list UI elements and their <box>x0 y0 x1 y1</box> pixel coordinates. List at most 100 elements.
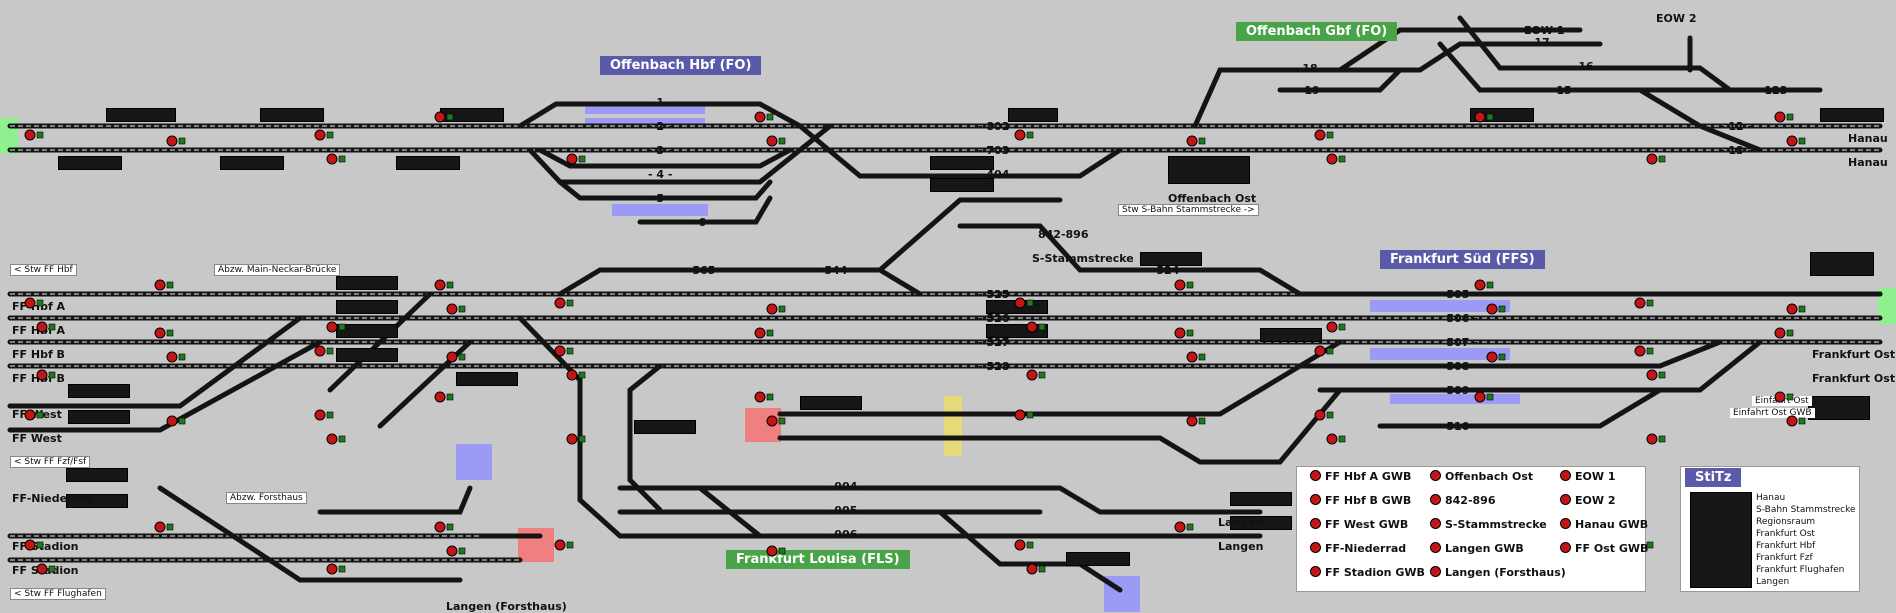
track-block[interactable] <box>336 300 398 314</box>
track-number-value: 703 <box>986 144 1010 157</box>
track-block[interactable] <box>58 156 122 170</box>
track <box>1637 87 1763 153</box>
track <box>1437 41 1823 93</box>
track-block[interactable] <box>1230 516 1292 530</box>
track-block[interactable] <box>1168 156 1250 184</box>
track-number-value: 524 <box>1156 264 1180 277</box>
track <box>327 291 433 393</box>
track-number: - 565 - <box>684 264 724 277</box>
track-block[interactable] <box>634 420 696 434</box>
label-frankfurt-ost: Frankfurt Ost <box>1812 372 1896 385</box>
track-number-value: 17 <box>1534 36 1550 49</box>
track-block[interactable] <box>1470 108 1534 122</box>
track-block[interactable] <box>1008 108 1058 122</box>
signal-icon <box>1430 470 1441 481</box>
track-block[interactable] <box>68 384 130 398</box>
legend-label: S-Stammstrecke <box>1445 518 1547 531</box>
track-block[interactable] <box>1820 108 1884 122</box>
legend-item[interactable]: Langen (Forsthaus) <box>1430 566 1566 579</box>
legend-item[interactable]: FF-Niederrad <box>1310 542 1406 555</box>
track-number: - 16 - <box>1570 60 1603 73</box>
track-block[interactable] <box>336 348 398 362</box>
track-number-value: 507 <box>1446 336 1470 349</box>
track-block[interactable] <box>220 156 284 170</box>
label-einfahrt-ost[interactable]: Einfahrt Ost <box>1752 396 1812 406</box>
label-langen: Langen <box>1218 516 1264 529</box>
signal-icon <box>1310 518 1321 529</box>
label-einfahrt-ost-gwb[interactable]: Einfahrt Ost GWB <box>1730 408 1815 418</box>
track-block[interactable] <box>1810 252 1874 276</box>
legend-item[interactable]: FF West GWB <box>1310 518 1408 531</box>
legend-item[interactable]: FF Stadion GWB <box>1310 566 1425 579</box>
track-number: - 6 - <box>690 216 715 229</box>
label-hanau: Hanau <box>1848 132 1888 145</box>
legend-item[interactable]: 842-896 <box>1430 494 1496 507</box>
legend-item[interactable]: FF Hbf A GWB <box>1310 470 1411 483</box>
track-number-value: 802 <box>986 120 1010 133</box>
track-number: - 905 - <box>826 504 866 517</box>
legend-item[interactable]: Langen GWB <box>1430 542 1524 555</box>
signal-icon <box>1430 494 1441 505</box>
signal-icon <box>1430 566 1441 577</box>
legend-item[interactable]: Hanau GWB <box>1560 518 1648 531</box>
track-number-value: 123 <box>1764 84 1788 97</box>
track-block[interactable] <box>336 324 398 338</box>
label-frankfurt-ost: Frankfurt Ost <box>1812 348 1896 361</box>
track-number-value: 508 <box>1446 360 1470 373</box>
track <box>317 485 473 515</box>
track-block[interactable] <box>1808 396 1870 420</box>
label-stw-ff-flughafen[interactable]: < Stw FF Flughafen <box>10 588 106 600</box>
legend-item[interactable]: EOW 2 <box>1560 494 1615 507</box>
stitz-block[interactable] <box>1690 492 1752 588</box>
track-block[interactable] <box>68 410 130 424</box>
legend-item[interactable]: Offenbach Ost <box>1430 470 1533 483</box>
track-block[interactable] <box>336 276 398 290</box>
track-number-value: 6 <box>698 216 707 229</box>
route-highlight <box>944 396 962 456</box>
route-highlight <box>518 528 554 562</box>
track-number: - 3 - <box>648 144 673 157</box>
track-block[interactable] <box>66 494 128 508</box>
track-number-value: 526 <box>986 312 1010 325</box>
label-ff-west: FF West <box>12 432 62 445</box>
track-block[interactable] <box>800 396 862 410</box>
track-number: - 528 - <box>978 360 1018 373</box>
legend-label: FF West GWB <box>1325 518 1409 531</box>
track-block[interactable] <box>1260 328 1322 342</box>
stitz-item: Hanau <box>1756 493 1786 503</box>
stitz-item: S-Bahn Stammstrecke <box>1756 505 1856 515</box>
track-block[interactable] <box>930 156 994 170</box>
track-block[interactable] <box>260 108 324 122</box>
track-number: - 2 - <box>648 120 673 133</box>
track <box>997 561 1123 593</box>
track <box>627 363 663 513</box>
track-block[interactable] <box>1230 492 1292 506</box>
track <box>617 485 1263 515</box>
track-number: - 904 - <box>826 480 866 493</box>
legend-label: FF Hbf A GWB <box>1325 470 1412 483</box>
track-block[interactable] <box>440 108 504 122</box>
track-number: - 5 - <box>648 192 673 205</box>
track-block[interactable] <box>456 372 518 386</box>
track-block[interactable] <box>1066 552 1130 566</box>
label-stw-ff-hbf[interactable]: < Stw FF Hbf <box>10 264 77 276</box>
track-number-value: 16 <box>1578 60 1594 73</box>
legend-item[interactable]: S-Stammstrecke <box>1430 518 1547 531</box>
track-number: - 13 - <box>1720 144 1753 157</box>
track-block[interactable] <box>930 178 994 192</box>
route-highlight <box>585 104 705 114</box>
track-block[interactable] <box>66 468 128 482</box>
station-offenbach-hbf: Offenbach Hbf (FO) <box>600 56 762 75</box>
label-stw-ff-fzf[interactable]: < Stw FF Fzf/Fsf <box>10 456 91 468</box>
track-block[interactable] <box>106 108 176 122</box>
track-number-value: 544 <box>824 264 848 277</box>
legend-item[interactable]: FF Hbf B GWB <box>1310 494 1411 507</box>
track-block[interactable] <box>1140 252 1202 266</box>
legend-item[interactable]: EOW 1 <box>1560 470 1615 483</box>
track <box>157 485 463 583</box>
label-s-bahn-note[interactable]: Stw S-Bahn Stammstrecke -> <box>1118 204 1259 216</box>
legend-item[interactable]: FF Ost GWB <box>1560 542 1648 555</box>
stitz-item: Regionsraum <box>1756 517 1816 527</box>
track-block[interactable] <box>396 156 460 170</box>
